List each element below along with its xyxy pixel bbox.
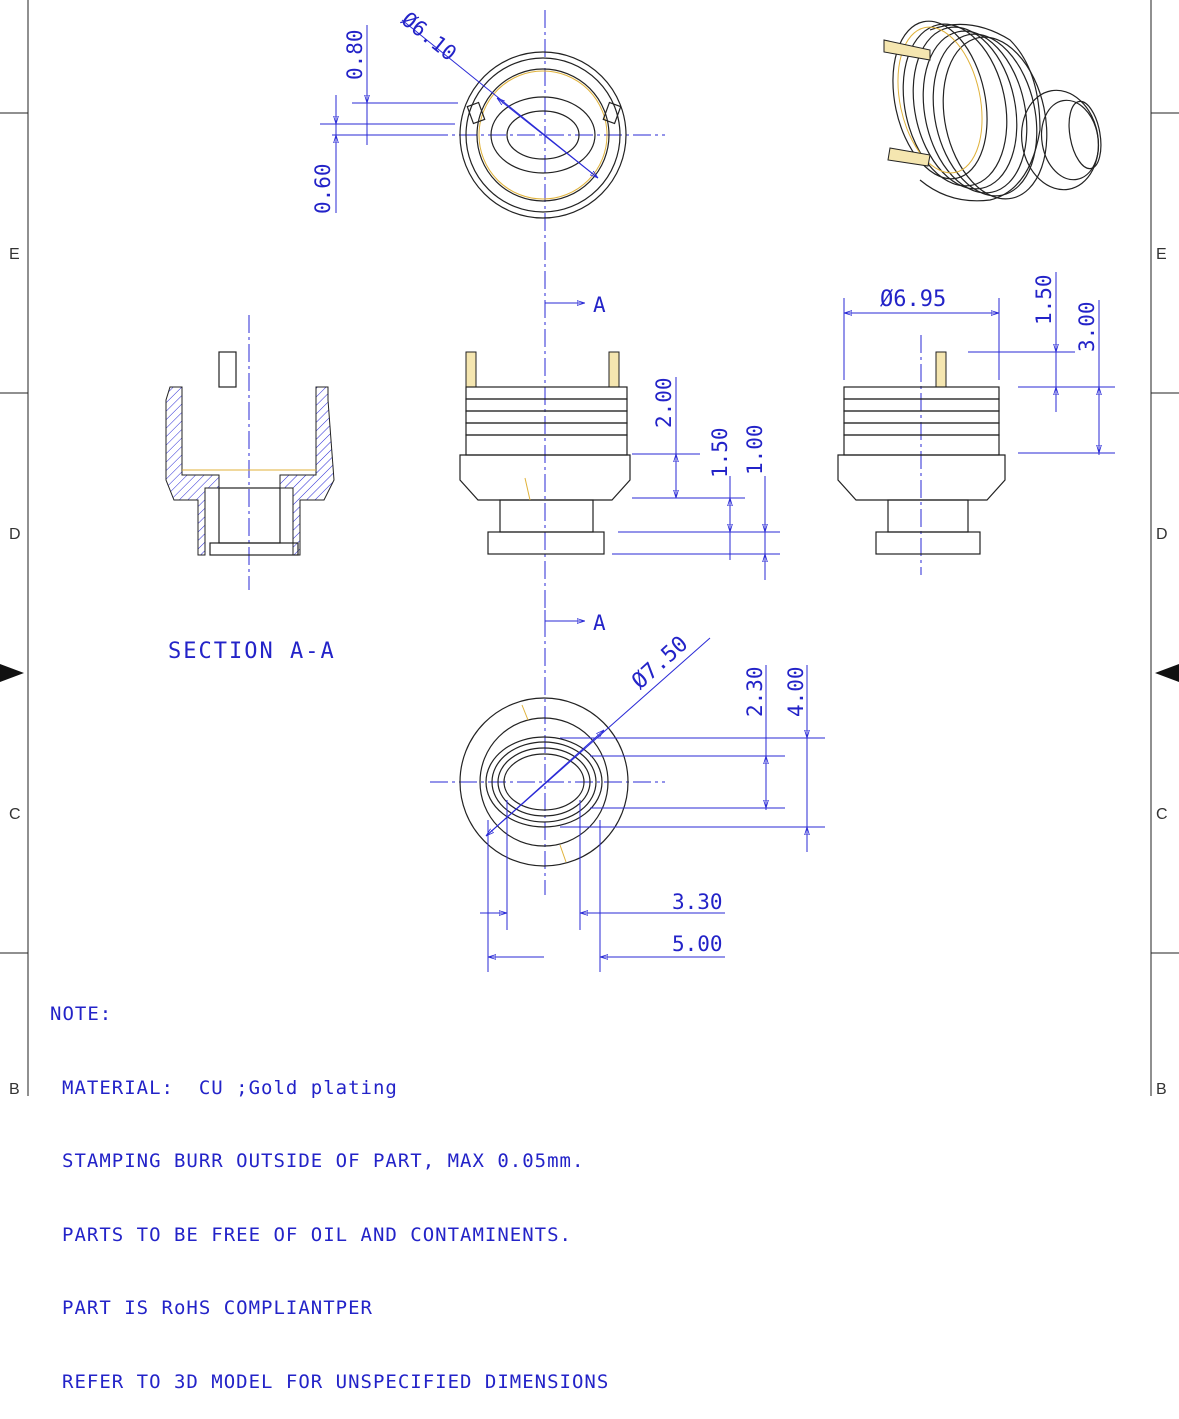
front-200-label: 2.00 <box>652 377 676 428</box>
bottom-230-label: 2.30 <box>743 666 767 717</box>
section-title: SECTION A-A <box>168 639 336 664</box>
zone-label: B <box>1156 1081 1167 1096</box>
side-300-label: 3.00 <box>1075 301 1099 352</box>
front-150-label: 1.50 <box>708 427 732 478</box>
notes-block: NOTE: MATERIAL: CU ;Gold plating STAMPIN… <box>50 953 609 1419</box>
section-marker-bottom: A <box>593 611 606 635</box>
top-view: Ø6.10 0.80 0.60 <box>311 7 665 219</box>
iso-pin <box>883 39 931 167</box>
zone-label: D <box>1156 526 1168 543</box>
top-080-label: 0.80 <box>343 29 367 80</box>
zone-label: E <box>1156 246 1167 263</box>
zone-label: E <box>9 246 20 263</box>
technical-drawing: E D C B E D C B Ø6.10 0.80 0.60 <box>0 0 1179 1096</box>
note-line: STAMPING BURR OUTSIDE OF PART, MAX 0.05m… <box>62 1150 585 1172</box>
front-view: 2.00 1.50 1.00 <box>459 351 780 580</box>
bottom-diameter-label: Ø7.50 <box>627 632 693 695</box>
top-060-label: 0.60 <box>311 163 335 214</box>
zone-labels-right: E D C B <box>1156 246 1168 1096</box>
zone-label: C <box>1156 806 1168 823</box>
note-line: REFER TO 3D MODEL FOR UNSPECIFIED DIMENS… <box>62 1370 610 1393</box>
zone-label: C <box>9 806 21 823</box>
front-100-label: 1.00 <box>743 424 767 475</box>
left-center-mark <box>0 664 24 682</box>
section-view: SECTION A-A <box>165 315 336 664</box>
bottom-view: Ø7.50 2.30 4.00 3.30 5.00 <box>430 632 825 972</box>
bottom-400-label: 4.00 <box>784 666 808 717</box>
zone-label: B <box>9 1081 20 1096</box>
section-marker-top: A <box>593 293 606 317</box>
side-150-label: 1.50 <box>1032 274 1056 325</box>
bottom-330-label: 3.30 <box>672 890 723 914</box>
section-markers: A A <box>544 293 606 635</box>
side-view: Ø6.95 1.50 3.00 <box>837 272 1115 575</box>
note-line: PART IS RoHS COMPLIANTPER <box>62 1297 373 1319</box>
bottom-500-label: 5.00 <box>672 932 723 956</box>
note-line: MATERIAL: CU ;Gold plating <box>62 1076 398 1099</box>
isometric-view <box>883 20 1102 202</box>
notes-title: NOTE: <box>50 1003 113 1025</box>
drawing-frame <box>0 0 1179 1096</box>
zone-label: D <box>9 526 21 543</box>
top-diameter-label: Ø6.10 <box>397 7 461 65</box>
note-line: PARTS TO BE FREE OF OIL AND CONTAMINENTS… <box>62 1223 572 1246</box>
right-center-mark <box>1155 664 1179 682</box>
zone-labels-left: E D C B <box>9 246 21 1096</box>
side-diameter-label: Ø6.95 <box>880 287 946 312</box>
